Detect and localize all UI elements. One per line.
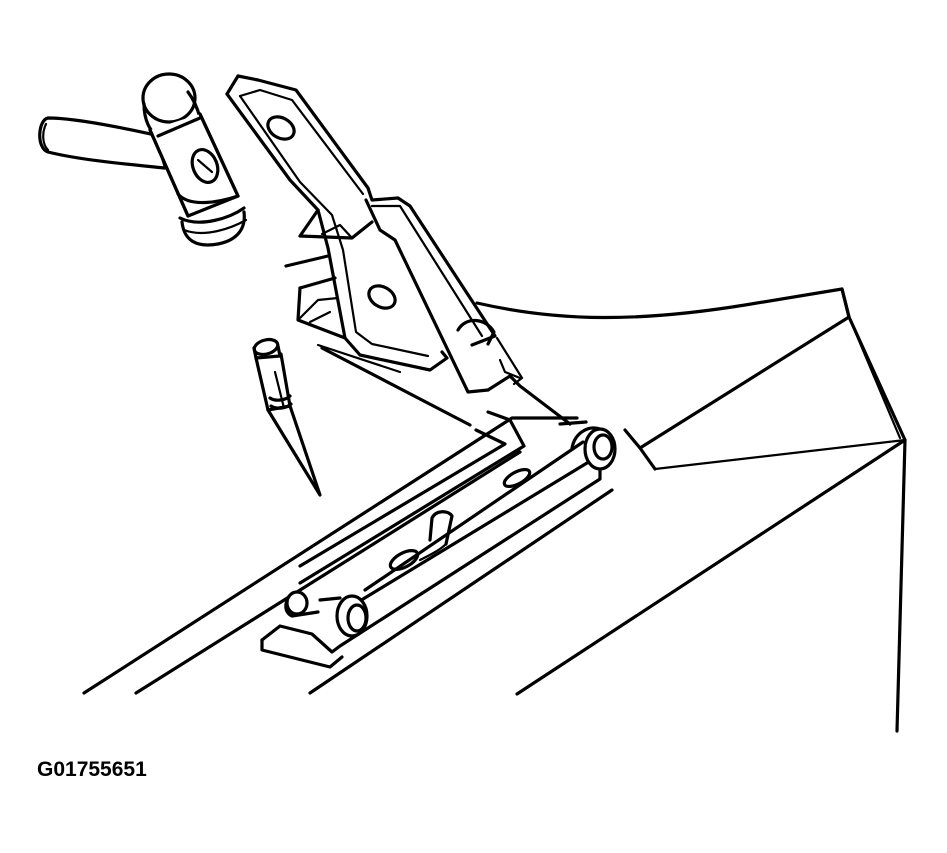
figure-reference-code: G01755651	[37, 758, 147, 781]
door-body-panel	[82, 287, 907, 733]
removed-hinge-pin	[252, 337, 322, 497]
lower-hinge-strap	[260, 410, 602, 669]
hammer	[38, 72, 248, 247]
installed-hinge-pins	[284, 420, 617, 638]
body-mounting-bracket	[284, 208, 472, 427]
